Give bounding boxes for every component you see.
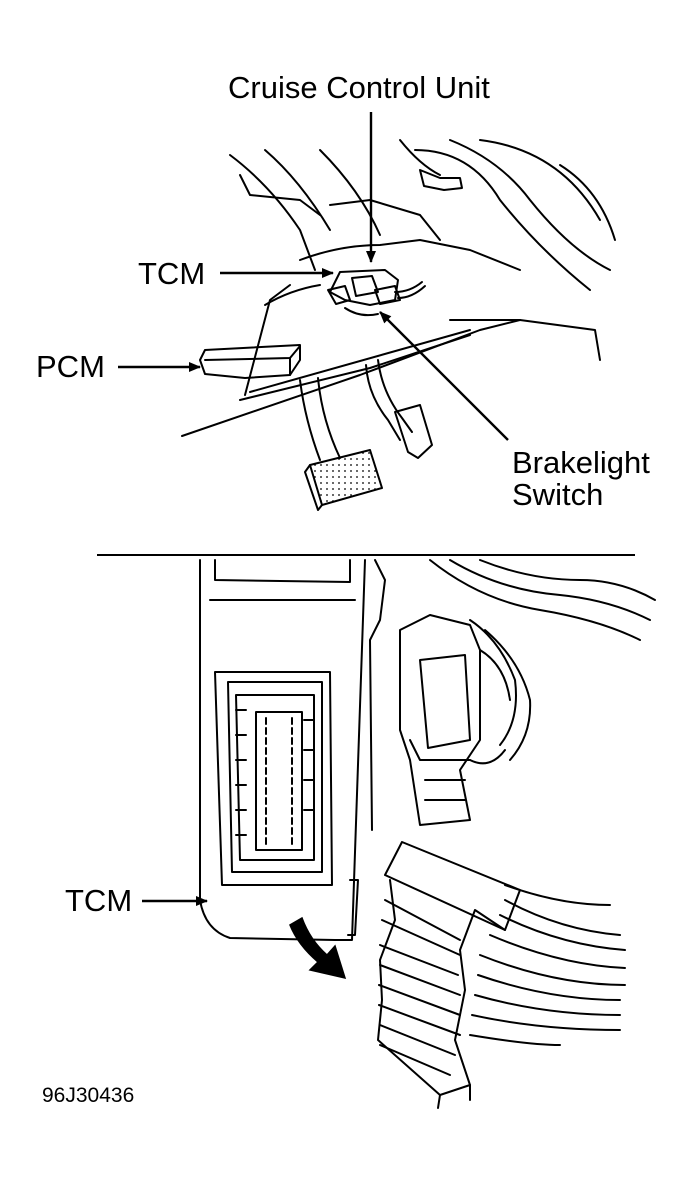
brakelight-label: Brakelight xyxy=(512,445,650,480)
tcm-top-label: TCM xyxy=(138,256,206,291)
cruise-control-unit-label: Cruise Control Unit xyxy=(228,70,490,105)
harness-connector xyxy=(377,841,626,1109)
figure-code: 96J30436 xyxy=(42,1084,135,1107)
top-pointer-lines xyxy=(118,112,509,441)
tcm-closeup-illustration xyxy=(199,559,656,941)
tcm-bottom-label: TCM xyxy=(65,883,133,918)
removal-arrow xyxy=(289,916,347,980)
switch-label: Switch xyxy=(512,477,604,512)
brakelight-arrow xyxy=(379,311,509,441)
pcm-label: PCM xyxy=(36,349,105,384)
